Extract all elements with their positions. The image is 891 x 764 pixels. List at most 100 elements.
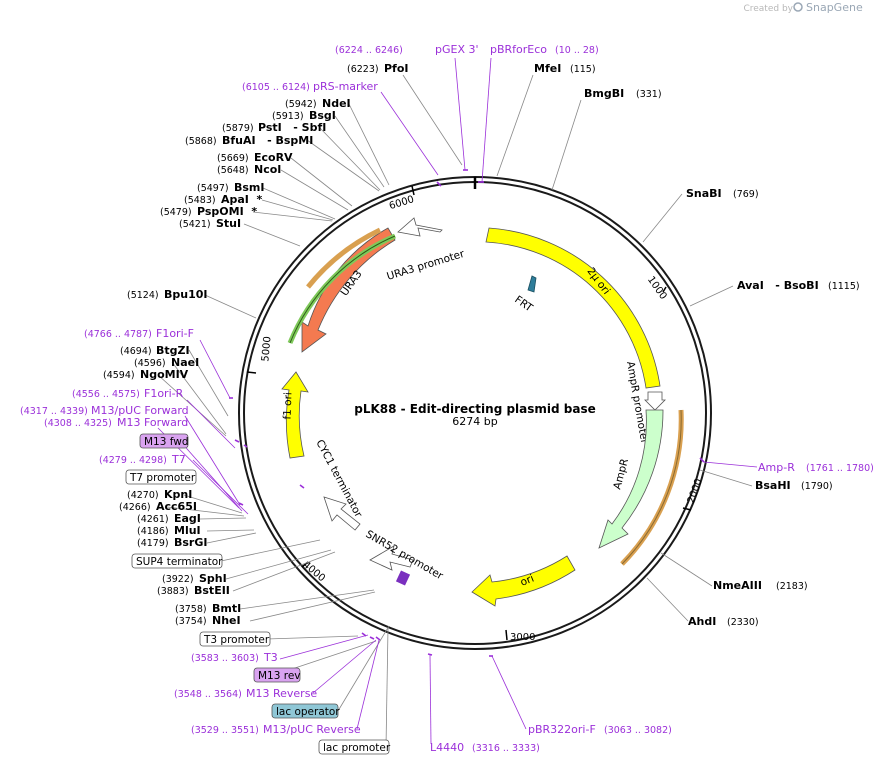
svg-text:AhdI: AhdI: [688, 615, 716, 628]
site-ngomiv[interactable]: (4594)NgoMIV: [103, 368, 189, 381]
svg-text:BmtI: BmtI: [212, 602, 241, 615]
site-naei[interactable]: (4596)NaeI: [134, 356, 199, 369]
site-bsahi[interactable]: BsaHI(1790): [755, 479, 833, 492]
site-nmeaiii[interactable]: NmeAIII(2183): [713, 579, 808, 592]
ura3-orf-bar: [306, 227, 382, 289]
svg-text:MfeI: MfeI: [534, 62, 561, 75]
svg-text:(331): (331): [636, 89, 662, 100]
primer-f1ori-f[interactable]: (4766 .. 4787)F1ori-F: [84, 327, 194, 340]
site-mlui[interactable]: (4186) MluI: [137, 524, 201, 537]
primer-m13-puc-reverse[interactable]: (3529 .. 3551)M13/pUC Reverse: [191, 723, 361, 736]
site-bmti[interactable]: (3758)BmtI: [175, 602, 241, 615]
primer-pgex3[interactable]: (6224 .. 6246)pGEX 3': [335, 43, 479, 56]
svg-text:(4179): (4179): [137, 538, 169, 549]
site-bmgbi[interactable]: BmgBI(331): [584, 87, 662, 100]
svg-text:(4186): (4186): [137, 526, 169, 537]
site-stui[interactable]: (5421)StuI: [179, 217, 241, 230]
site-bfuai-bspmi[interactable]: (5868)BfuAI - BspMI: [185, 134, 313, 147]
svg-text:(5669): (5669): [217, 153, 249, 164]
site-psti-sbfi[interactable]: (5879)PstI - SbfI: [222, 121, 326, 134]
site-apai[interactable]: (5483)ApaI *: [184, 193, 263, 206]
tick-3000: 3000: [505, 629, 535, 643]
feature-label-f1-ori: f1 ori: [282, 392, 295, 420]
primer-f1ori-r[interactable]: (4556 .. 4575)F1ori-R: [72, 387, 184, 400]
svg-text:(4266): (4266): [119, 502, 151, 513]
primer-t7[interactable]: (4279 .. 4298)T7: [99, 453, 186, 466]
primer-prs-marker[interactable]: (6105 .. 6124)pRS-marker: [242, 80, 378, 93]
ampr-orf-bar-line: [621, 409, 682, 565]
svg-text:(5942): (5942): [285, 99, 317, 110]
primer-m13-forward[interactable]: (4308 .. 4325)M13 Forward: [44, 416, 188, 429]
site-sphi[interactable]: (3922)SphI: [162, 572, 227, 585]
feature-ampr[interactable]: [598, 409, 664, 549]
site-ecorv[interactable]: (5669)EcoRV: [217, 151, 293, 164]
site-bsrgi[interactable]: (4179)BsrGI: [137, 536, 207, 549]
svg-text:(6224 .. 6246): (6224 .. 6246): [335, 45, 403, 56]
site-ndei[interactable]: (5942) NdeI: [285, 97, 351, 110]
site-nhei[interactable]: (3754)NheI: [175, 614, 241, 627]
svg-text:(5479): (5479): [160, 207, 192, 218]
site-bsgi[interactable]: (5913)BsgI: [272, 109, 336, 122]
svg-text:NdeI: NdeI: [322, 97, 351, 110]
svg-text:PfoI: PfoI: [384, 62, 409, 75]
svg-text:(115): (115): [570, 64, 596, 75]
svg-text:(4270): (4270): [127, 490, 159, 501]
svg-text:AvaI - BsoBI: AvaI - BsoBI: [737, 279, 819, 292]
feature-ura3-promoter[interactable]: [397, 217, 443, 237]
svg-text:(4556 .. 4575): (4556 .. 4575): [72, 389, 140, 400]
svg-text:SUP4 terminator: SUP4 terminator: [136, 556, 223, 568]
svg-text:Acc65I: Acc65I: [156, 500, 197, 513]
feature-snr52-promoter[interactable]: [369, 545, 414, 571]
tick-5000: 5000: [246, 336, 274, 374]
svg-text:SnaBI: SnaBI: [686, 187, 722, 200]
site-avai-bsobi[interactable]: AvaI - BsoBI (1115): [737, 279, 860, 292]
box-t7-promoter[interactable]: T7 promoter: [125, 469, 197, 485]
box-t3-promoter[interactable]: T3 promoter: [199, 631, 271, 647]
site-ahdi[interactable]: AhdI(2330): [688, 615, 759, 628]
site-pfoi[interactable]: (6223)PfoI: [347, 62, 409, 75]
box-m13-fwd[interactable]: M13 fwd: [139, 433, 189, 449]
site-eagi[interactable]: (4261)EagI: [137, 512, 201, 525]
box-lac-promoter[interactable]: lac promoter: [318, 739, 391, 755]
site-ncoi[interactable]: (5648)NcoI: [217, 163, 281, 176]
box-m13-rev[interactable]: M13 rev: [253, 667, 301, 683]
svg-text:(1115): (1115): [828, 281, 860, 292]
svg-text:Amp-R: Amp-R: [758, 461, 795, 474]
site-pspomi[interactable]: (5479)PspOMI *: [160, 205, 257, 218]
box-lac-operator[interactable]: lac operator: [271, 703, 340, 719]
svg-text:(5483): (5483): [184, 195, 216, 206]
svg-text:EagI: EagI: [174, 512, 201, 525]
svg-text:(4694): (4694): [120, 346, 152, 357]
tick-4000: 4000: [300, 559, 327, 584]
primer-m13-puc-forward[interactable]: (4317 .. 4339)M13/pUC Forward: [20, 404, 189, 417]
box-sup4-terminator[interactable]: SUP4 terminator: [131, 553, 223, 569]
primer-t3[interactable]: (3583 .. 3603)T3: [191, 651, 278, 664]
site-bsmi[interactable]: (5497)BsmI: [197, 181, 265, 194]
svg-text:L4440: L4440: [430, 741, 464, 754]
svg-text:5000: 5000: [260, 336, 273, 362]
feature-frt[interactable]: [527, 275, 537, 293]
feature-f1-ori[interactable]: [281, 371, 309, 459]
watermark-brand: SnapGene: [806, 1, 863, 14]
primer-pbr322ori-f[interactable]: pBR322ori-F(3063 .. 3082): [528, 723, 672, 736]
site-mfei[interactable]: MfeI (115): [534, 62, 596, 75]
site-acc65i[interactable]: (4266) Acc65I: [119, 500, 197, 513]
svg-text:(3922): (3922): [162, 574, 194, 585]
snr52-marker: [395, 570, 411, 586]
feature-cyc1-terminator[interactable]: [323, 496, 361, 531]
primer-pbrforeco[interactable]: pBRforEco(10 .. 28): [490, 43, 599, 56]
site-snabi[interactable]: SnaBI(769): [686, 187, 759, 200]
feature-ampr-promoter[interactable]: [644, 391, 666, 411]
site-bsteii[interactable]: (3883)BstEII: [157, 584, 230, 597]
site-kpni[interactable]: (4270)KpnI: [127, 488, 192, 501]
site-bpu10i[interactable]: (5124)Bpu10I: [127, 288, 208, 301]
site-btgzi[interactable]: (4694)BtgZI: [120, 344, 190, 357]
svg-text:MluI: MluI: [174, 524, 201, 537]
primer-l4440[interactable]: L4440(3316 .. 3333): [430, 741, 540, 754]
feature-ori[interactable]: [471, 555, 576, 607]
svg-text:M13 Reverse: M13 Reverse: [246, 687, 317, 700]
primer-amp-r[interactable]: Amp-R(1761 .. 1780): [758, 461, 874, 474]
feature-2u-ori[interactable]: [485, 227, 661, 389]
primer-m13-reverse[interactable]: (3548 .. 3564)M13 Reverse: [174, 687, 317, 700]
